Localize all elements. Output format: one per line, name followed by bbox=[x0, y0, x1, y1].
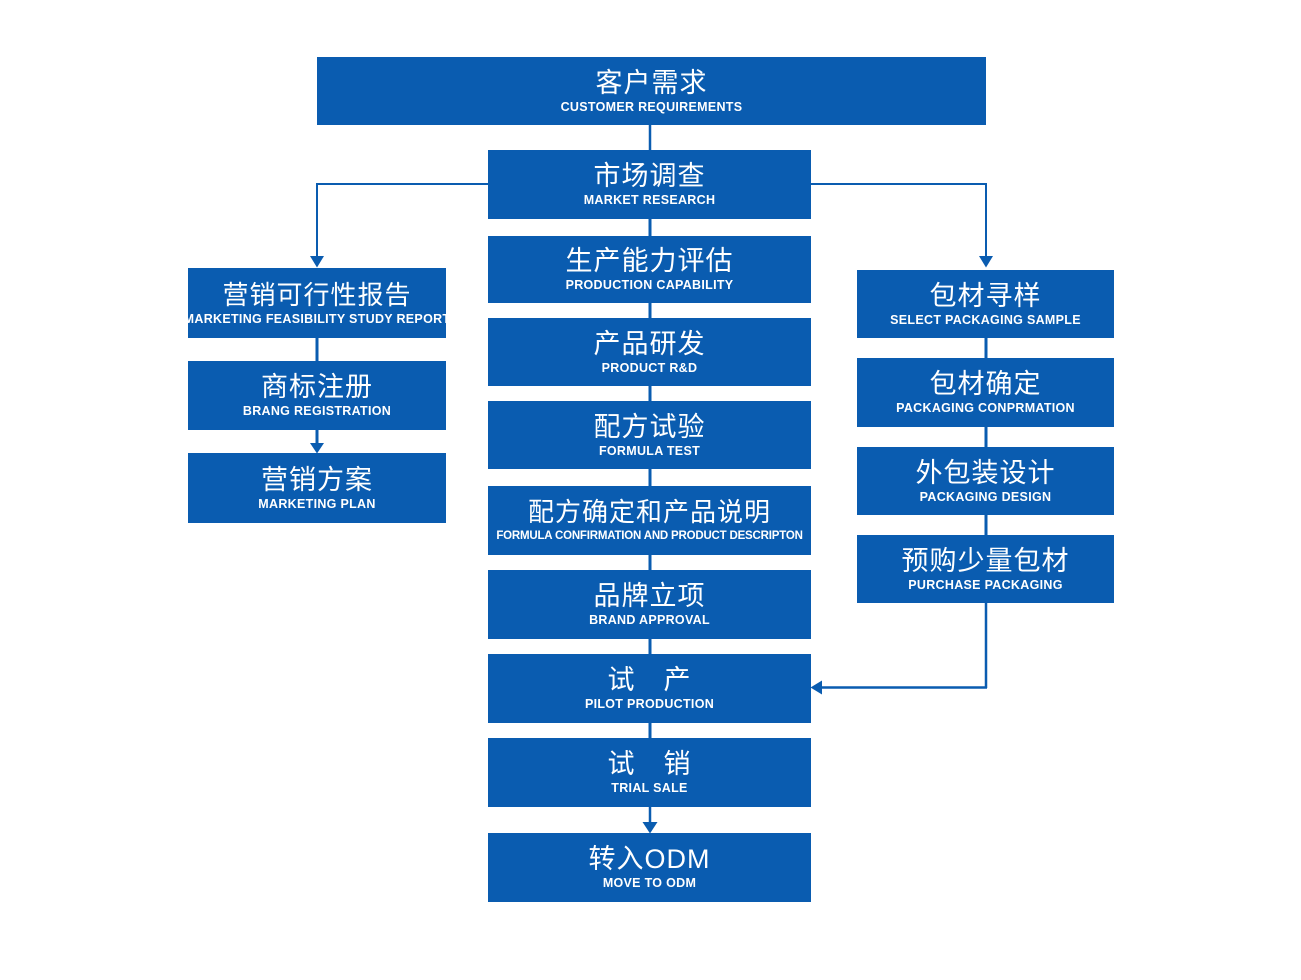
node-production-capability: 生产能力评估 PRODUCTION CAPABILITY bbox=[488, 236, 811, 303]
node-subtitle: BRAND APPROVAL bbox=[589, 613, 710, 627]
node-customer-requirements: 客户需求 CUSTOMER REQUIREMENTS bbox=[317, 57, 986, 125]
node-title: 商标注册 bbox=[261, 372, 373, 402]
node-title: 市场调查 bbox=[593, 161, 706, 191]
node-title: 包材确定 bbox=[929, 369, 1042, 399]
node-pilot-production: 试 产 PILOT PRODUCTION bbox=[488, 654, 811, 723]
node-packaging-confirmation: 包材确定 PACKAGING CONPRMATION bbox=[857, 358, 1114, 427]
node-subtitle: PRODUCT R&D bbox=[601, 360, 698, 375]
node-purchase-packaging: 预购少量包材 PURCHASE PACKAGING bbox=[857, 535, 1114, 603]
node-subtitle: FORMULA CONFIRMATION AND PRODUCT DESCRIP… bbox=[496, 530, 803, 542]
connector-branch-right bbox=[810, 183, 993, 268]
node-title: 包材寻样 bbox=[929, 280, 1042, 311]
arrowhead-left bbox=[810, 680, 822, 695]
node-subtitle: FORMULA TEST bbox=[598, 443, 701, 458]
node-trademark-registration: 商标注册 BRANG REGISTRATION bbox=[188, 361, 446, 430]
node-market-research: 市场调查 MARKET RESEARCH bbox=[488, 150, 811, 219]
node-packaging-design: 外包装设计 PACKAGING DESIGN bbox=[857, 447, 1114, 515]
node-title: 产品研发 bbox=[593, 328, 706, 359]
node-title: 外包装设计 bbox=[915, 457, 1056, 488]
node-subtitle: MOVE TO ODM bbox=[602, 876, 697, 890]
node-title: 转入ODM bbox=[588, 844, 711, 874]
node-formula-test: 配方试验 FORMULA TEST bbox=[488, 401, 811, 469]
node-move-to-odm: 转入ODM MOVE TO ODM bbox=[488, 833, 811, 902]
node-title: 营销可行性报告 bbox=[222, 279, 412, 310]
node-subtitle: PACKAGING CONPRMATION bbox=[896, 401, 1075, 415]
node-title: 生产能力评估 bbox=[565, 246, 734, 276]
node-subtitle: PACKAGING DESIGN bbox=[919, 489, 1052, 504]
node-subtitle: PILOT PRODUCTION bbox=[584, 697, 715, 711]
node-title: 客户需求 bbox=[595, 67, 708, 98]
node-title: 营销方案 bbox=[261, 464, 373, 495]
node-title: 配方确定和产品说明 bbox=[527, 497, 771, 527]
arrowhead-down bbox=[310, 256, 324, 268]
node-product-rnd: 产品研发 PRODUCT R&D bbox=[488, 318, 811, 386]
node-title: 预购少量包材 bbox=[901, 545, 1070, 576]
node-subtitle: PRODUCTION CAPABILITY bbox=[565, 278, 734, 292]
node-select-packaging-sample: 包材寻样 SELECT PACKAGING SAMPLE bbox=[857, 270, 1114, 338]
node-subtitle: PURCHASE PACKAGING bbox=[908, 577, 1063, 592]
arrowhead-down bbox=[642, 822, 658, 834]
arrowhead-down bbox=[310, 443, 324, 454]
node-title: 试 产 bbox=[607, 665, 692, 695]
node-subtitle: MARKET RESEARCH bbox=[583, 193, 716, 207]
node-title: 配方试验 bbox=[593, 411, 706, 442]
connector-packaging-pilot bbox=[810, 603, 988, 695]
connector-left-column bbox=[310, 338, 324, 454]
node-subtitle: TRIAL SALE bbox=[611, 781, 688, 795]
node-subtitle: CUSTOMER REQUIREMENTS bbox=[560, 99, 743, 114]
node-subtitle: BRANG REGISTRATION bbox=[242, 404, 392, 418]
connector-trial-odm bbox=[642, 807, 658, 834]
node-marketing-plan: 营销方案 MARKETING PLAN bbox=[188, 453, 446, 523]
node-title: 试 销 bbox=[607, 749, 692, 779]
node-trial-sale: 试 销 TRIAL SALE bbox=[488, 738, 811, 807]
node-brand-approval: 品牌立项 BRAND APPROVAL bbox=[488, 570, 811, 639]
arrowhead-down bbox=[979, 256, 993, 268]
node-subtitle: SELECT PACKAGING SAMPLE bbox=[890, 312, 1081, 327]
node-title: 品牌立项 bbox=[593, 581, 706, 611]
connector-branch-left bbox=[310, 183, 489, 268]
node-formula-confirmation: 配方确定和产品说明 FORMULA CONFIRMATION AND PRODU… bbox=[488, 486, 811, 555]
node-marketing-feasibility-report: 营销可行性报告 MARKETING FEASIBILITY STUDY REPO… bbox=[184, 268, 450, 338]
node-subtitle: MARKETING PLAN bbox=[258, 496, 376, 511]
node-subtitle: MARKETING FEASIBILITY STUDY REPORT bbox=[183, 311, 451, 326]
